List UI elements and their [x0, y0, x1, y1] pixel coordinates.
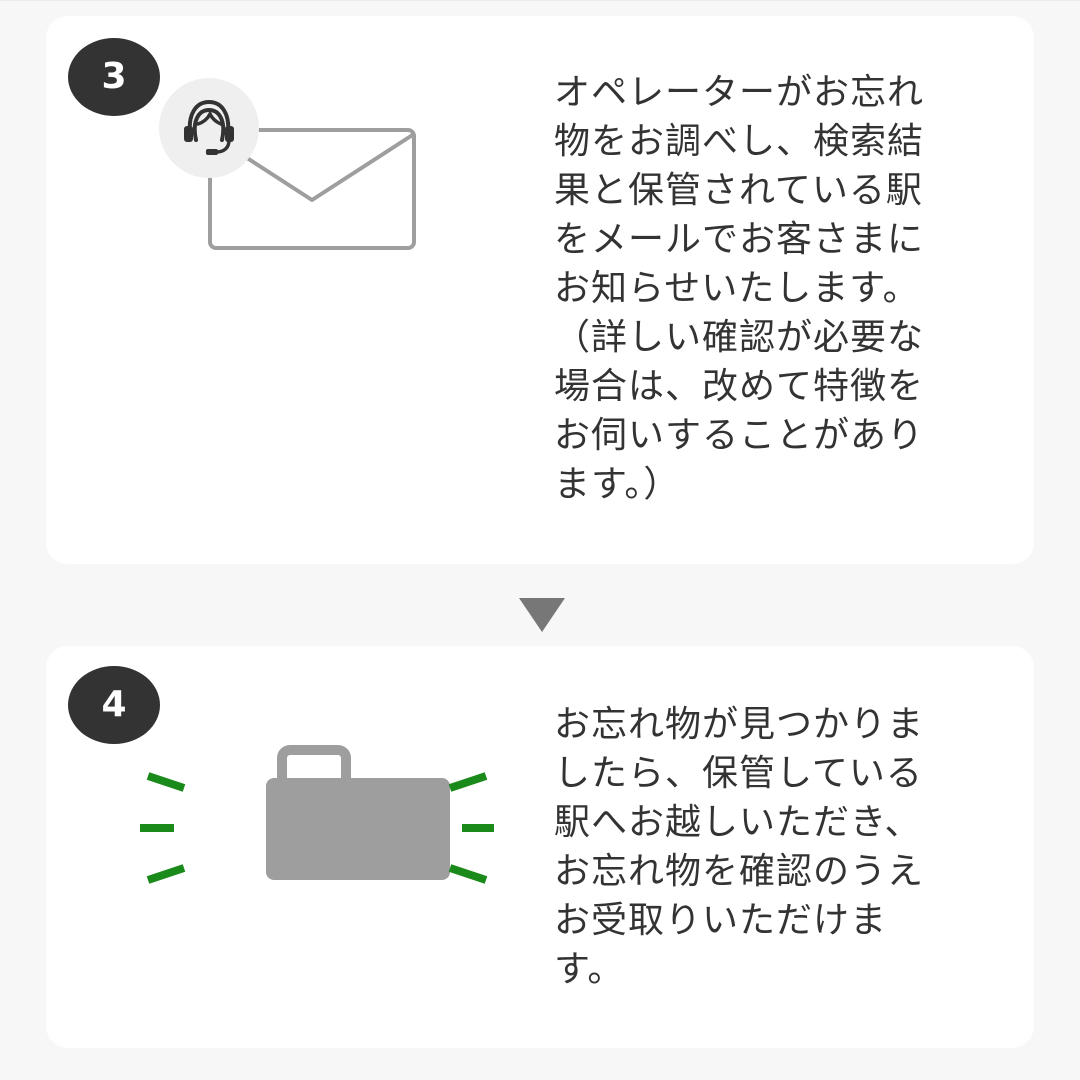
step-number-badge: 3	[68, 38, 160, 116]
sparkle-right-icon	[448, 772, 496, 884]
sparkle-left-icon	[140, 772, 186, 884]
step-description: お忘れ物が見つかりま したら、保管している 駅へお越しいただき、 お忘れ物を確認…	[554, 704, 925, 990]
found-bag-icon	[134, 742, 496, 892]
operator-mail-icon	[146, 74, 426, 264]
step-description: オペレーターがお忘れ 物をお調べし、検索結 果と保管されている駅 をメールでお客…	[554, 72, 925, 505]
operator-headset-icon	[159, 78, 259, 178]
step-card-4: 4	[46, 646, 1034, 1048]
bag-icon	[266, 745, 450, 880]
down-arrow-icon	[519, 598, 565, 632]
step-card-3: 3	[46, 16, 1034, 564]
step-number-badge: 4	[68, 666, 160, 744]
top-divider	[0, 0, 1080, 1]
